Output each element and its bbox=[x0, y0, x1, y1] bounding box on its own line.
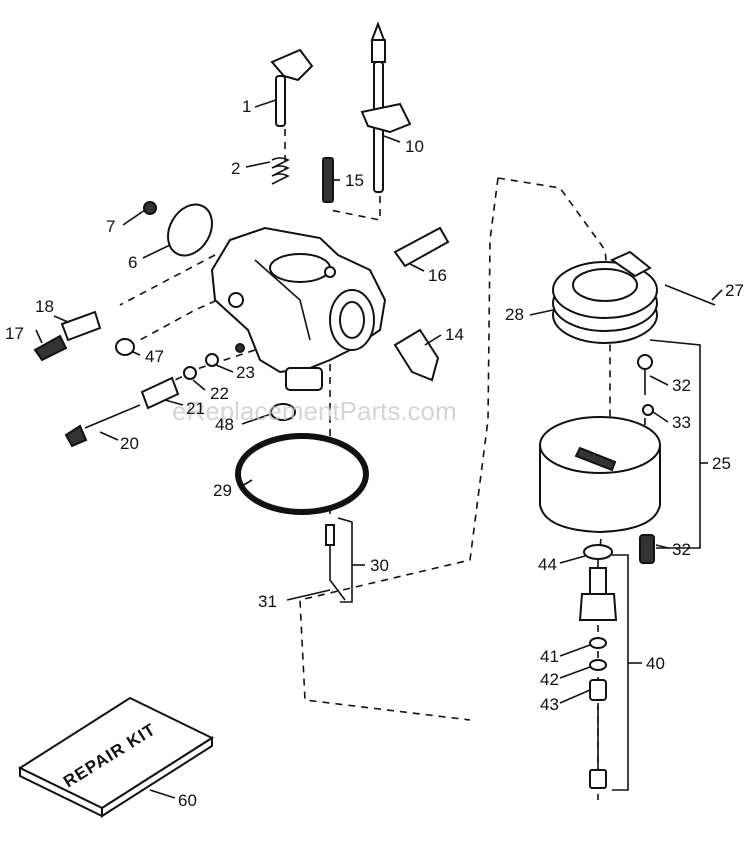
part-bowl-gasket bbox=[235, 433, 369, 515]
part-washer bbox=[270, 403, 296, 421]
label-part-6: 6 bbox=[128, 253, 137, 272]
label-part-32-bottom: 32 bbox=[672, 540, 691, 559]
part-float-needle bbox=[325, 517, 353, 603]
label-part-2: 2 bbox=[231, 159, 240, 178]
part-float-pin bbox=[664, 284, 716, 306]
label-part-48: 48 bbox=[215, 415, 234, 434]
label-part-21: 21 bbox=[186, 399, 205, 418]
label-part-1: 1 bbox=[242, 97, 251, 116]
label-part-29: 29 bbox=[213, 481, 232, 500]
part-bowl-washer bbox=[583, 544, 613, 560]
label-part-60: 60 bbox=[178, 791, 197, 810]
part-fuel-bowl bbox=[539, 416, 661, 534]
part-carburetor-body bbox=[210, 226, 387, 391]
part-choke-spring bbox=[271, 157, 290, 185]
watermark: eReplacementParts.com bbox=[172, 396, 457, 426]
label-part-25: 25 bbox=[712, 454, 731, 473]
part-needle-assembly bbox=[64, 343, 245, 448]
label-part-18: 18 bbox=[35, 297, 54, 316]
label-part-15: 15 bbox=[345, 171, 364, 190]
part-mixture-screw-left bbox=[33, 310, 102, 362]
label-part-28: 28 bbox=[505, 305, 524, 324]
label-part-20: 20 bbox=[120, 434, 139, 453]
repair-kit-box: REPAIR KIT bbox=[17, 696, 215, 818]
label-part-10: 10 bbox=[405, 137, 424, 156]
part-throttle-shaft bbox=[360, 21, 412, 193]
label-part-22: 22 bbox=[210, 384, 229, 403]
leader-lines bbox=[35, 99, 723, 799]
part-choke-plate bbox=[393, 328, 440, 382]
label-part-31: 31 bbox=[258, 592, 277, 611]
label-part-23: 23 bbox=[236, 363, 255, 382]
label-part-7: 7 bbox=[106, 217, 115, 236]
part-bowl-bolts bbox=[637, 354, 655, 564]
part-labels: 1 2 10 15 7 6 16 18 17 14 47 23 22 21 48… bbox=[5, 97, 744, 810]
label-part-47: 47 bbox=[145, 347, 164, 366]
part-choke-lever bbox=[270, 48, 314, 127]
label-part-44: 44 bbox=[538, 555, 557, 574]
label-part-17: 17 bbox=[5, 324, 24, 343]
label-part-32-top: 32 bbox=[672, 376, 691, 395]
part-idle-screw bbox=[322, 157, 334, 203]
label-part-43: 43 bbox=[540, 695, 559, 714]
label-part-16: 16 bbox=[428, 266, 447, 285]
part-float bbox=[552, 250, 658, 344]
part-throttle-plate bbox=[143, 201, 213, 257]
label-part-27: 27 bbox=[725, 281, 744, 300]
label-part-41: 41 bbox=[540, 647, 559, 666]
label-part-14: 14 bbox=[445, 325, 464, 344]
part-fuel-inlet bbox=[393, 226, 450, 268]
part-welch-plug bbox=[115, 338, 135, 356]
label-part-42: 42 bbox=[540, 670, 559, 689]
label-part-40: 40 bbox=[646, 654, 665, 673]
part-bowl-nut-assembly bbox=[578, 567, 618, 789]
label-part-30: 30 bbox=[370, 556, 389, 575]
label-part-33: 33 bbox=[672, 413, 691, 432]
